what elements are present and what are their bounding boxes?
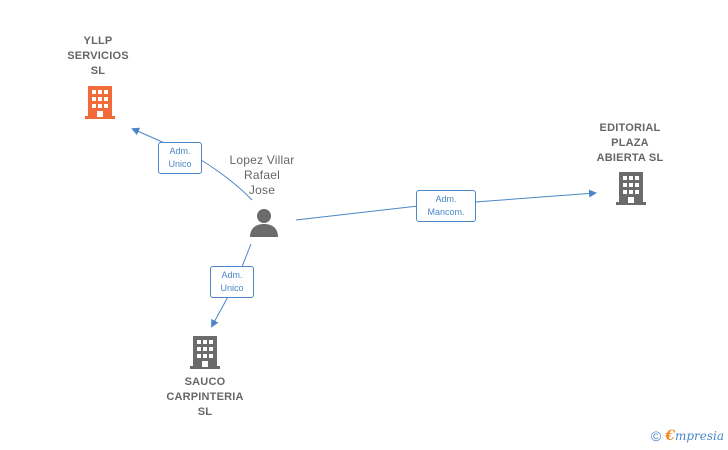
edge-label-editorial: Adm. Mancom.	[416, 190, 476, 222]
building-icon[interactable]	[84, 84, 116, 120]
company-label-editorial[interactable]: EDITORIAL PLAZA ABIERTA SL	[596, 122, 664, 164]
building-icon[interactable]	[615, 170, 647, 206]
company-label-sauco[interactable]: SAUCO CARPINTERIA SL	[166, 376, 244, 418]
edge-label-line: Unico	[168, 159, 192, 169]
footer-brand: © €mpresia	[651, 428, 724, 444]
brand-name: mpresia	[674, 429, 724, 443]
person-icon[interactable]	[248, 206, 280, 238]
edge-label-line: Adm.	[169, 146, 191, 156]
edge-label-line: Mancom.	[427, 207, 465, 217]
edge-label-yllp: Adm. Unico	[158, 142, 202, 174]
edge-label-line: Unico	[220, 283, 244, 293]
copyright-icon: ©	[650, 428, 662, 444]
building-icon[interactable]	[189, 334, 221, 370]
edge-label-line: Adm.	[435, 194, 457, 204]
edge-label-sauco: Adm. Unico	[210, 266, 254, 298]
brand-initial: €	[665, 428, 675, 444]
company-label-yllp[interactable]: YLLP SERVICIOS SL	[67, 35, 129, 77]
edge-label-line: Adm.	[221, 270, 243, 280]
brand-logo[interactable]: €mpresia	[665, 428, 724, 444]
person-label[interactable]: Lopez Villar Rafael Jose	[229, 153, 295, 197]
